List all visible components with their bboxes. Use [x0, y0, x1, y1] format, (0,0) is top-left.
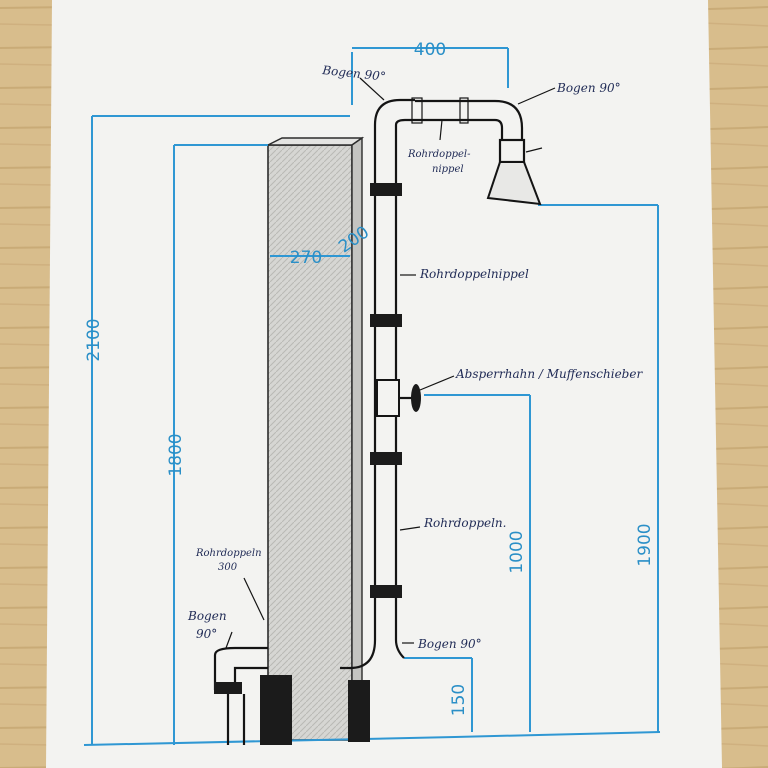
label-bend-bottom-left-line1: Bogen — [187, 609, 227, 623]
pipe-assembly — [213, 97, 542, 745]
label-nipple-mid: Rohrdoppelnippel — [419, 267, 529, 281]
shut-off-valve — [376, 379, 421, 417]
label-nipple-top-line2: nippel — [432, 164, 464, 175]
label-bend-bottom-right: Bogen 90° — [417, 637, 482, 651]
dim-base-height: 150 — [449, 684, 469, 716]
annotation-arrows — [225, 77, 556, 649]
dim-valve-height: 1000 — [507, 530, 527, 573]
label-nipple-bottom-line1: Rohrdoppeln — [195, 548, 262, 559]
dim-column-width: 270 — [290, 248, 322, 268]
concrete-column — [267, 136, 365, 741]
label-bend-top-right: Bogen 90° — [556, 81, 621, 95]
label-nipple-top-line1: Rohrdoppel- — [407, 149, 471, 160]
label-valve: Absperrhahn / Muffenschieber — [455, 367, 643, 381]
dim-top-width: 400 — [414, 40, 446, 60]
dim-column-height: 1800 — [166, 433, 186, 476]
label-nipple-low: Rohrdoppeln. — [423, 516, 506, 530]
dim-shower-height: 1900 — [635, 523, 655, 566]
shower-head — [486, 161, 542, 206]
label-bend-top-left: Bogen 90° — [321, 63, 387, 84]
label-bend-bottom-left-line2: 90° — [196, 627, 217, 641]
dim-total-height: 2100 — [84, 318, 104, 361]
label-nipple-bottom-line2: 300 — [218, 562, 238, 573]
